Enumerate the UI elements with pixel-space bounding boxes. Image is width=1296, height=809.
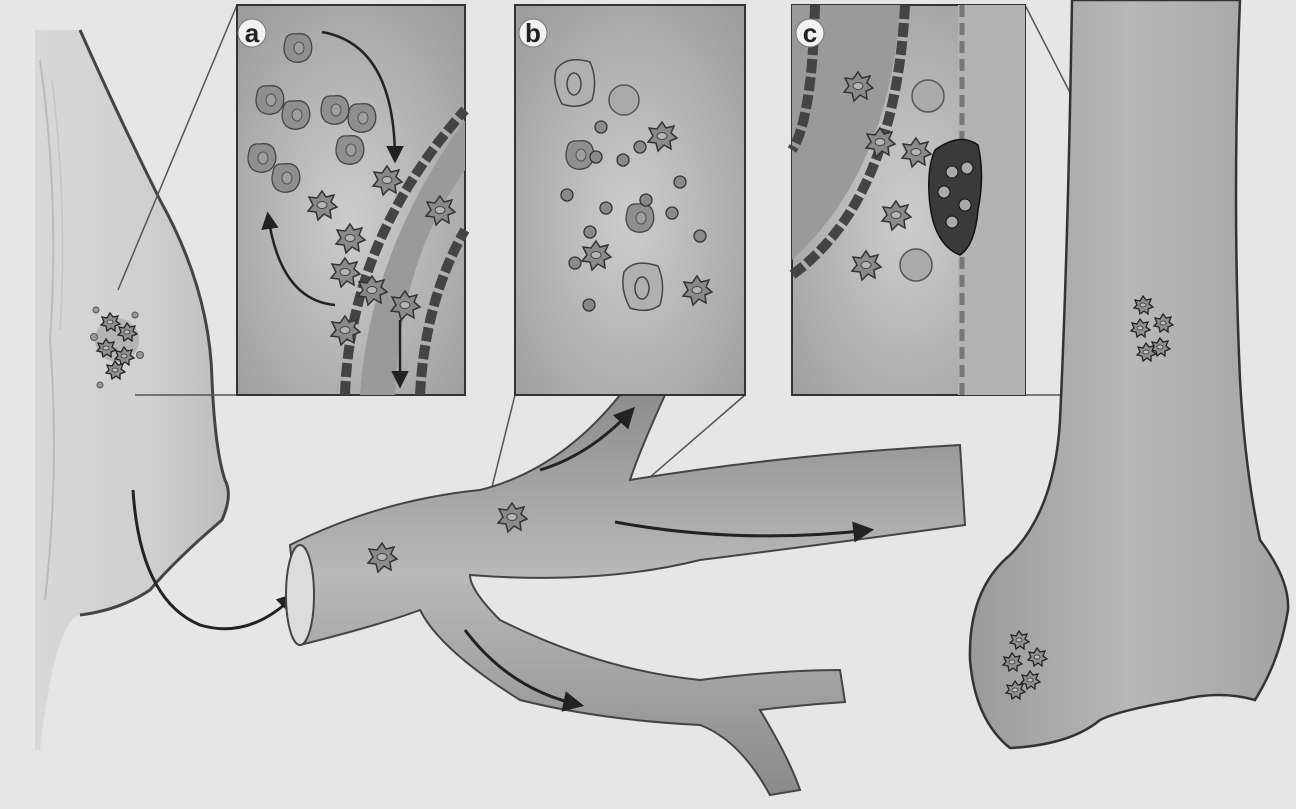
panel-label-a: a xyxy=(245,18,260,48)
blood-vessel xyxy=(286,395,965,795)
panel-a: a xyxy=(237,5,465,395)
vessel-opening xyxy=(286,545,314,645)
panel-c: c xyxy=(792,5,1025,395)
panel-b: b xyxy=(515,5,745,395)
panel-label-b: b xyxy=(525,18,541,48)
panel-label-c: c xyxy=(803,18,817,48)
